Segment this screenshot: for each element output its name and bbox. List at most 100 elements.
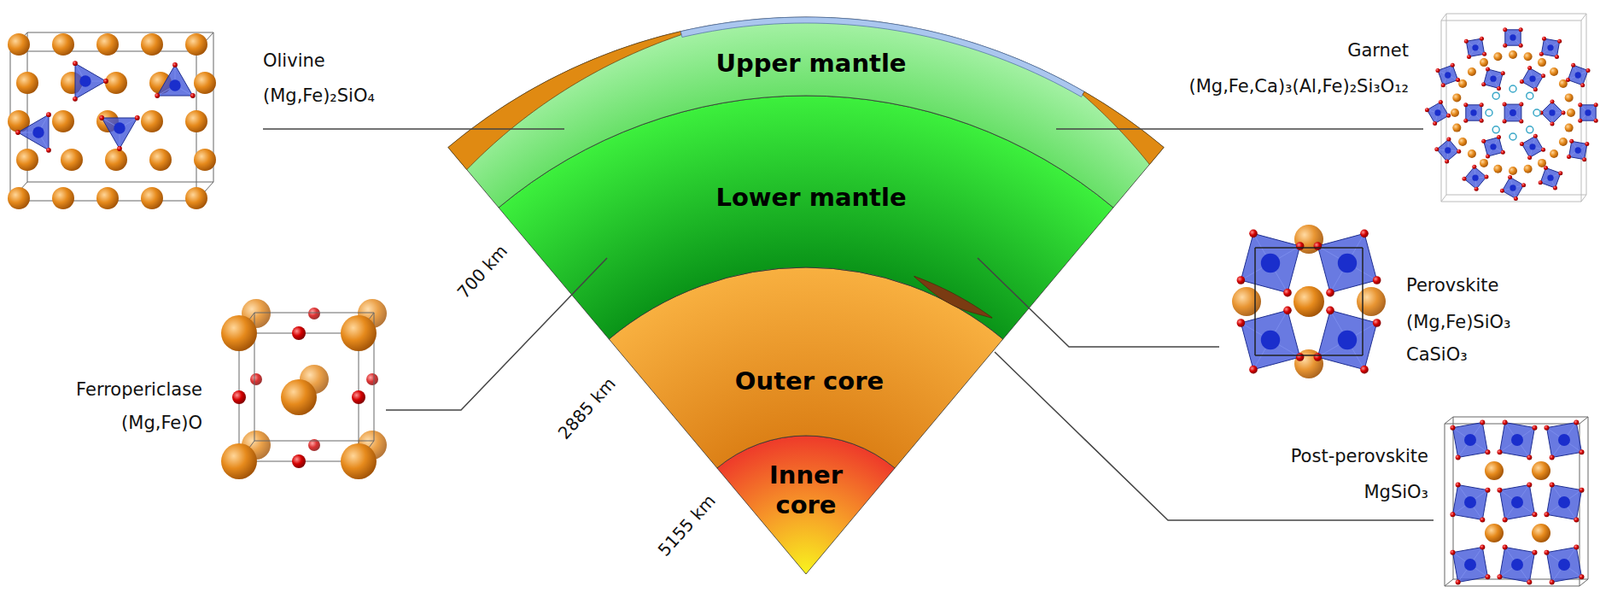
oxygen-sphere <box>1519 141 1525 146</box>
polyhedron <box>17 114 49 151</box>
oxygen-sphere <box>232 390 246 404</box>
cation-sphere <box>1356 286 1386 316</box>
oxygen-sphere <box>1455 77 1460 82</box>
oxygen-sphere <box>1450 63 1455 68</box>
oxygen-sphere <box>1484 449 1490 455</box>
unit-cell <box>1444 416 1589 586</box>
oxygen-sphere <box>1424 107 1430 112</box>
oxygen-sphere <box>1541 147 1546 152</box>
cation-sphere <box>52 186 75 210</box>
mineral-formula: (Mg,Fe)SiO₃ <box>1406 311 1511 333</box>
ring-atom <box>1533 109 1541 117</box>
leader-line <box>1056 128 1424 130</box>
oxygen-sphere <box>1594 118 1599 123</box>
oxygen-sphere <box>1531 511 1537 517</box>
oxygen-sphere <box>1450 549 1456 555</box>
oxygen-sphere <box>1283 306 1292 316</box>
depth-label: 700 km <box>453 240 512 303</box>
oxygen-sphere <box>1566 154 1571 159</box>
oxygen-sphere <box>1533 87 1538 92</box>
polyhedron <box>157 64 193 96</box>
ring-atom <box>1526 126 1534 134</box>
earth-wedge <box>448 17 1164 574</box>
polyhedron <box>1541 38 1560 57</box>
cation-sphere <box>185 33 208 56</box>
oxygen-sphere <box>1578 573 1584 579</box>
oxygen-sphere <box>1474 186 1479 192</box>
oxygen-sphere <box>1553 185 1558 190</box>
polyhedron <box>1483 137 1504 158</box>
polyhedron <box>1500 422 1536 458</box>
oxygen-sphere <box>1497 487 1503 493</box>
oxygen-sphere <box>1455 454 1461 460</box>
oxygen-sphere <box>1550 99 1555 105</box>
oxygen-sphere <box>1436 68 1441 73</box>
cation-sphere <box>1508 50 1518 59</box>
cation-sphere <box>340 315 377 351</box>
silicon-sphere <box>1337 330 1357 350</box>
polyhedron <box>1540 167 1561 188</box>
oxygen-sphere <box>154 93 160 99</box>
silicon-sphere <box>1509 109 1517 117</box>
cation-sphere <box>140 186 164 210</box>
polyhedron <box>1504 104 1522 122</box>
cation-sphere <box>1524 52 1533 61</box>
polyhedron <box>1317 309 1377 369</box>
silicon-sphere <box>1511 496 1524 509</box>
polyhedron <box>1483 69 1504 89</box>
cation-sphere <box>149 148 172 171</box>
silicon-sphere <box>1511 433 1524 446</box>
oxygen-sphere <box>1527 155 1532 160</box>
polyhedron <box>1580 105 1596 121</box>
ring-atom <box>1492 126 1500 134</box>
oxygen-sphere <box>1496 86 1501 91</box>
oxygen-sphere <box>1573 544 1579 550</box>
ocean-crust <box>680 17 1085 97</box>
cation-sphere <box>1537 58 1547 67</box>
silicon-sphere <box>1261 330 1280 350</box>
silicon-sphere <box>1547 44 1554 51</box>
cation-sphere <box>1232 286 1262 316</box>
oxygen-sphere <box>1485 154 1490 159</box>
oxygen-sphere <box>1518 118 1524 123</box>
oxygen-sphere <box>1518 102 1524 107</box>
polyhedron <box>1569 140 1588 159</box>
silicon-sphere <box>32 126 44 138</box>
layer-band: Outer core <box>729 364 889 398</box>
oxygen-sphere <box>1446 113 1451 118</box>
oxygen-sphere <box>1502 27 1507 32</box>
oxygen-sphere <box>1456 149 1461 154</box>
layer-name: Inner core <box>754 460 858 520</box>
silicon-sphere <box>1584 109 1591 116</box>
oxygen-sphere <box>1471 164 1477 170</box>
oxygen-sphere <box>291 326 306 340</box>
crust-left <box>448 31 682 170</box>
silicon-sphere <box>1529 75 1536 82</box>
oxygen-sphere <box>1558 170 1563 176</box>
oxygen-sphere <box>1578 487 1584 493</box>
polyhedron <box>1500 547 1536 583</box>
oxygen-sphere <box>1479 516 1485 522</box>
silicon-sphere <box>1558 433 1571 446</box>
polyhedron <box>1567 64 1589 86</box>
cation-sphere <box>7 186 30 210</box>
oxygen-sphere <box>1526 454 1532 460</box>
oxygen-sphere <box>1483 175 1489 180</box>
oxygen-sphere <box>1502 420 1508 426</box>
silicon-sphere <box>1464 558 1477 571</box>
polyhedron <box>1426 101 1449 123</box>
ring-atom <box>1492 92 1500 100</box>
oxygen-sphere <box>1531 549 1537 555</box>
cation-sphere <box>221 443 257 479</box>
polyhedron <box>1501 176 1524 199</box>
oxygen-sphere <box>1479 544 1485 550</box>
oxygen-sphere <box>1549 578 1555 584</box>
oxygen-sphere <box>1313 241 1323 251</box>
cation-sphere <box>193 71 217 94</box>
silicon-sphere <box>1444 71 1451 78</box>
layer-name: Lower mantle <box>715 182 906 213</box>
ring-atom <box>1509 85 1517 93</box>
oxygen-sphere <box>1296 352 1305 362</box>
polyhedron <box>1464 166 1487 189</box>
d-double-prime-layer <box>914 275 993 318</box>
